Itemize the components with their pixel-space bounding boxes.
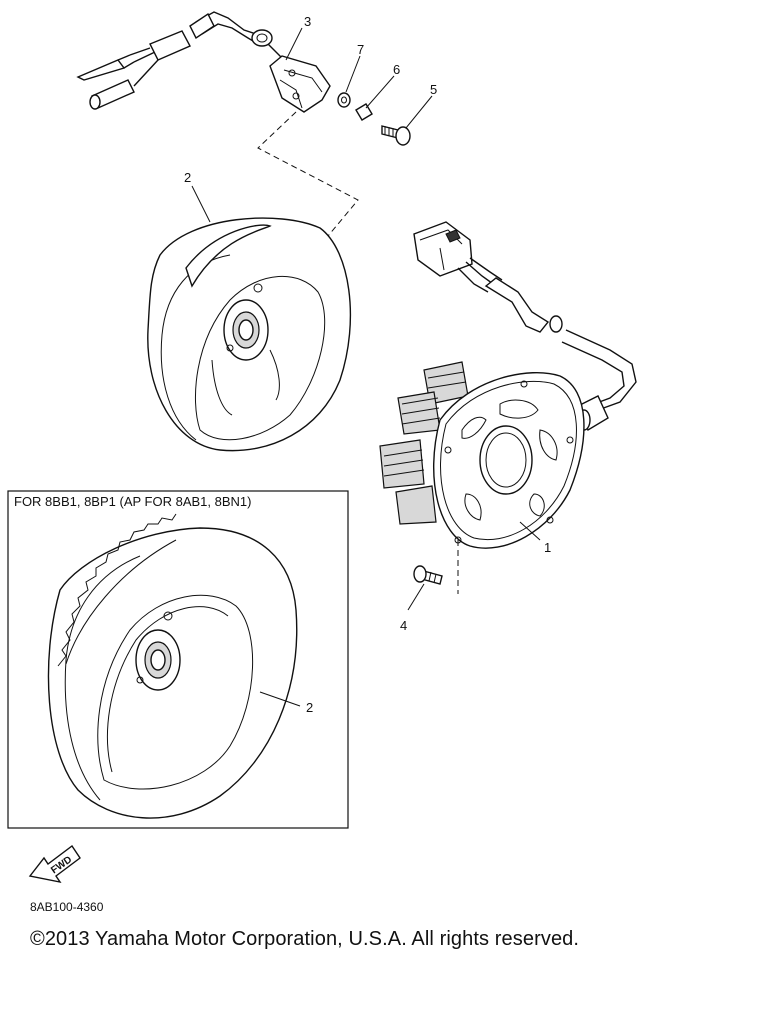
inset-box-label: FOR 8BB1, 8BP1 (AP FOR 8AB1, 8BN1) — [14, 494, 251, 509]
stator-assembly — [379, 221, 637, 594]
copyright-notice: ©2013 Yamaha Motor Corporation, U.S.A. A… — [30, 928, 580, 950]
callout-2-top: 2 — [184, 170, 191, 185]
flywheel-rotor-top — [147, 217, 352, 452]
callout-2-inset: 2 — [306, 700, 313, 715]
flywheel-rotor-inset — [47, 513, 298, 819]
callout-7: 7 — [357, 42, 364, 57]
diagram-code: 8AB100-4360 — [30, 900, 104, 914]
plate-part-6 — [355, 103, 373, 121]
washer-part-7 — [337, 92, 351, 108]
callout-1: 1 — [544, 540, 551, 555]
screw-part-5 — [381, 125, 411, 146]
callout-6: 6 — [393, 62, 400, 77]
callout-5: 5 — [430, 82, 437, 97]
inset-box: FOR 8BB1, 8BP1 (AP FOR 8AB1, 8BN1) — [7, 490, 349, 829]
callout-4: 4 — [400, 618, 407, 633]
callout-leaders — [191, 27, 541, 707]
callout-3: 3 — [304, 14, 311, 29]
screw-part-4 — [413, 565, 443, 585]
pickup-coil-assembly — [76, 11, 359, 237]
fwd-arrow-icon: FWD — [28, 844, 81, 884]
